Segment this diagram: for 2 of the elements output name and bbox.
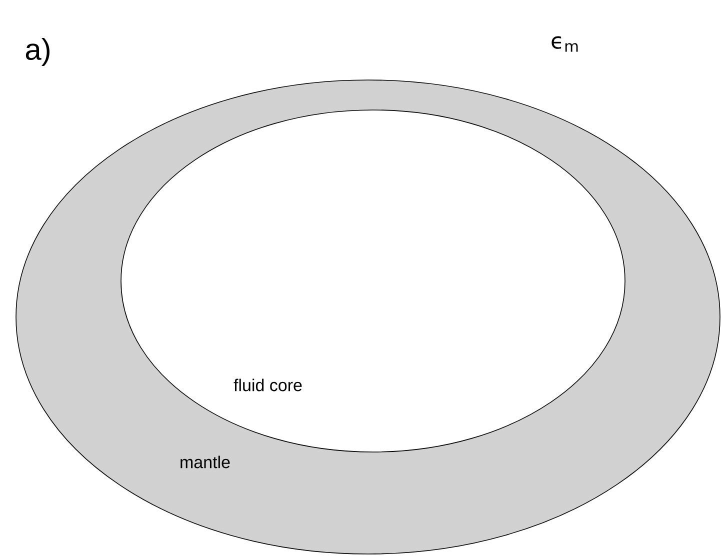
symbol-label: ϵ$_{m}$ — [552, 36, 578, 52]
panel-letter: a) — [26, 38, 50, 66]
